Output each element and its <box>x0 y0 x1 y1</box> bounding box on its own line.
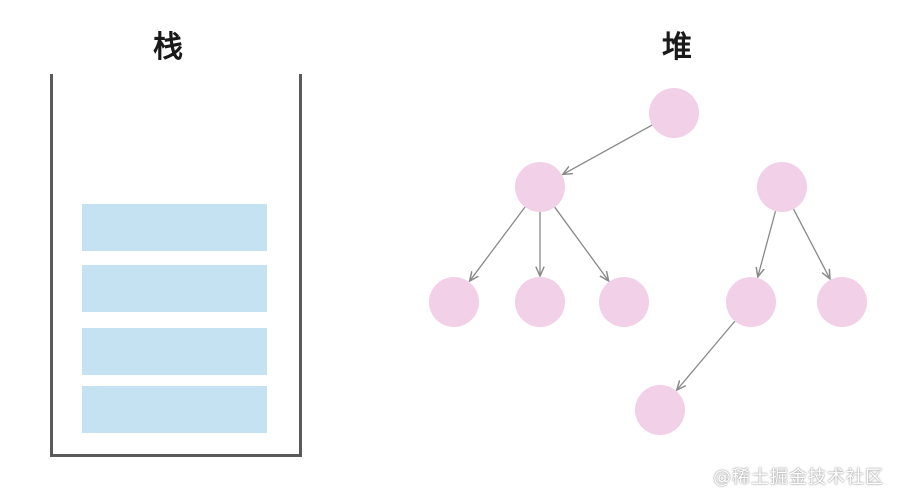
heap-node-root-a <box>649 88 699 138</box>
heap-edge-a-child-to-leaf-3 <box>554 206 609 281</box>
heap-node-leaf-1 <box>429 277 479 327</box>
stack-container <box>50 74 302 457</box>
heap-edge-b-root-to-b-child-1 <box>758 210 777 277</box>
stack-frame <box>82 328 267 375</box>
stack-frame <box>82 204 267 251</box>
heap-edge-a-child-to-leaf-1 <box>470 206 526 281</box>
heap-edge-b-child-1-to-b-grandchild <box>677 320 736 390</box>
watermark: @稀土掘金技术社区 <box>713 467 884 488</box>
heap-node-b-child-1 <box>726 277 776 327</box>
stack-title: 栈 <box>153 30 183 65</box>
heap-node-leaf-3 <box>599 277 649 327</box>
heap-edge-root-a-to-a-child <box>563 124 653 174</box>
heap-node-a-child <box>515 162 565 212</box>
heap-title: 堆 <box>662 30 692 65</box>
stack-frame <box>82 265 267 312</box>
stack-frame <box>82 386 267 433</box>
heap-node-b-root <box>757 162 807 212</box>
heap-node-b-child-2 <box>817 277 867 327</box>
heap-edges <box>470 124 830 390</box>
heap-node-b-grandchild <box>635 385 685 435</box>
heap-node-leaf-2 <box>515 277 565 327</box>
heap-nodes <box>429 88 867 435</box>
heap-edge-b-root-to-b-child-2 <box>792 208 830 279</box>
